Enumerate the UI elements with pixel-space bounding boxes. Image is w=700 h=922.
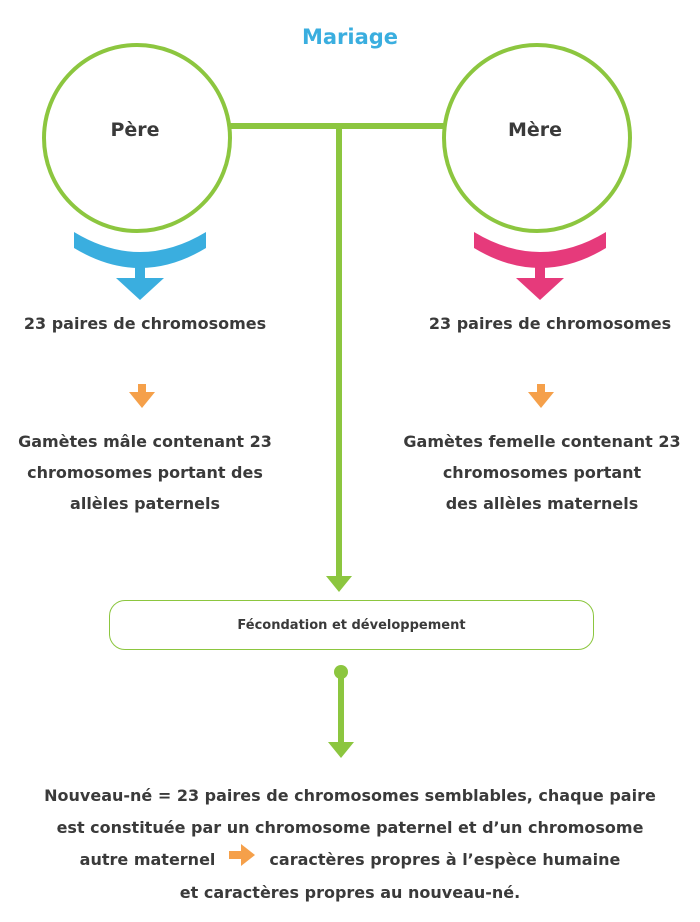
female-symbol-icon bbox=[474, 232, 606, 300]
result-text: Nouveau-né = 23 paires de chromosomes se… bbox=[20, 780, 680, 909]
male-symbol-icon bbox=[74, 232, 206, 300]
result-line: et caractères propres au nouveau-né. bbox=[179, 883, 521, 902]
father-label: Père bbox=[110, 119, 160, 141]
mother-step-arrow-icon bbox=[528, 384, 554, 408]
fecondation-label: Fécondation et développement bbox=[237, 617, 466, 633]
lower-arrowhead bbox=[328, 742, 354, 758]
mother-gametes-line: Gamètes femelle contenant 23 bbox=[403, 432, 681, 451]
mother-circle bbox=[442, 43, 632, 233]
mother-gametes-line: chromosomes portant bbox=[442, 463, 642, 482]
father-gametes-line: chromosomes portant des bbox=[27, 463, 263, 482]
mother-chromosomes-text: 23 paires de chromosomes bbox=[428, 314, 672, 333]
result-line: est constituée par un chromosome paterne… bbox=[56, 818, 644, 837]
mother-label: Mère bbox=[507, 119, 563, 141]
father-step-arrow-icon bbox=[129, 384, 155, 408]
father-chromosomes-text: 23 paires de chromosomes bbox=[23, 314, 267, 333]
result-line: autre maternel caractères propres à l’esp… bbox=[20, 844, 680, 877]
result-line: Nouveau-né = 23 paires de chromosomes se… bbox=[44, 786, 656, 805]
father-gametes-line: allèles paternels bbox=[70, 494, 220, 513]
mother-gametes-line: des allèles maternels bbox=[445, 494, 639, 513]
father-circle bbox=[42, 43, 232, 233]
mother-gametes-text: Gamètes femelle contenant 23 chromosomes… bbox=[392, 426, 692, 519]
father-gametes-text: Gamètes mâle contenant 23 chromosomes po… bbox=[0, 426, 290, 519]
fecondation-box: Fécondation et développement bbox=[109, 600, 594, 650]
descent-arrowhead bbox=[326, 576, 352, 592]
orange-right-arrow-icon bbox=[229, 844, 256, 877]
father-gametes-line: Gamètes mâle contenant 23 bbox=[18, 432, 272, 451]
result-line-start: autre maternel bbox=[79, 850, 216, 869]
result-line-end: caractères propres à l’espèce humaine bbox=[269, 850, 621, 869]
diagram-title: Mariage bbox=[301, 25, 399, 49]
